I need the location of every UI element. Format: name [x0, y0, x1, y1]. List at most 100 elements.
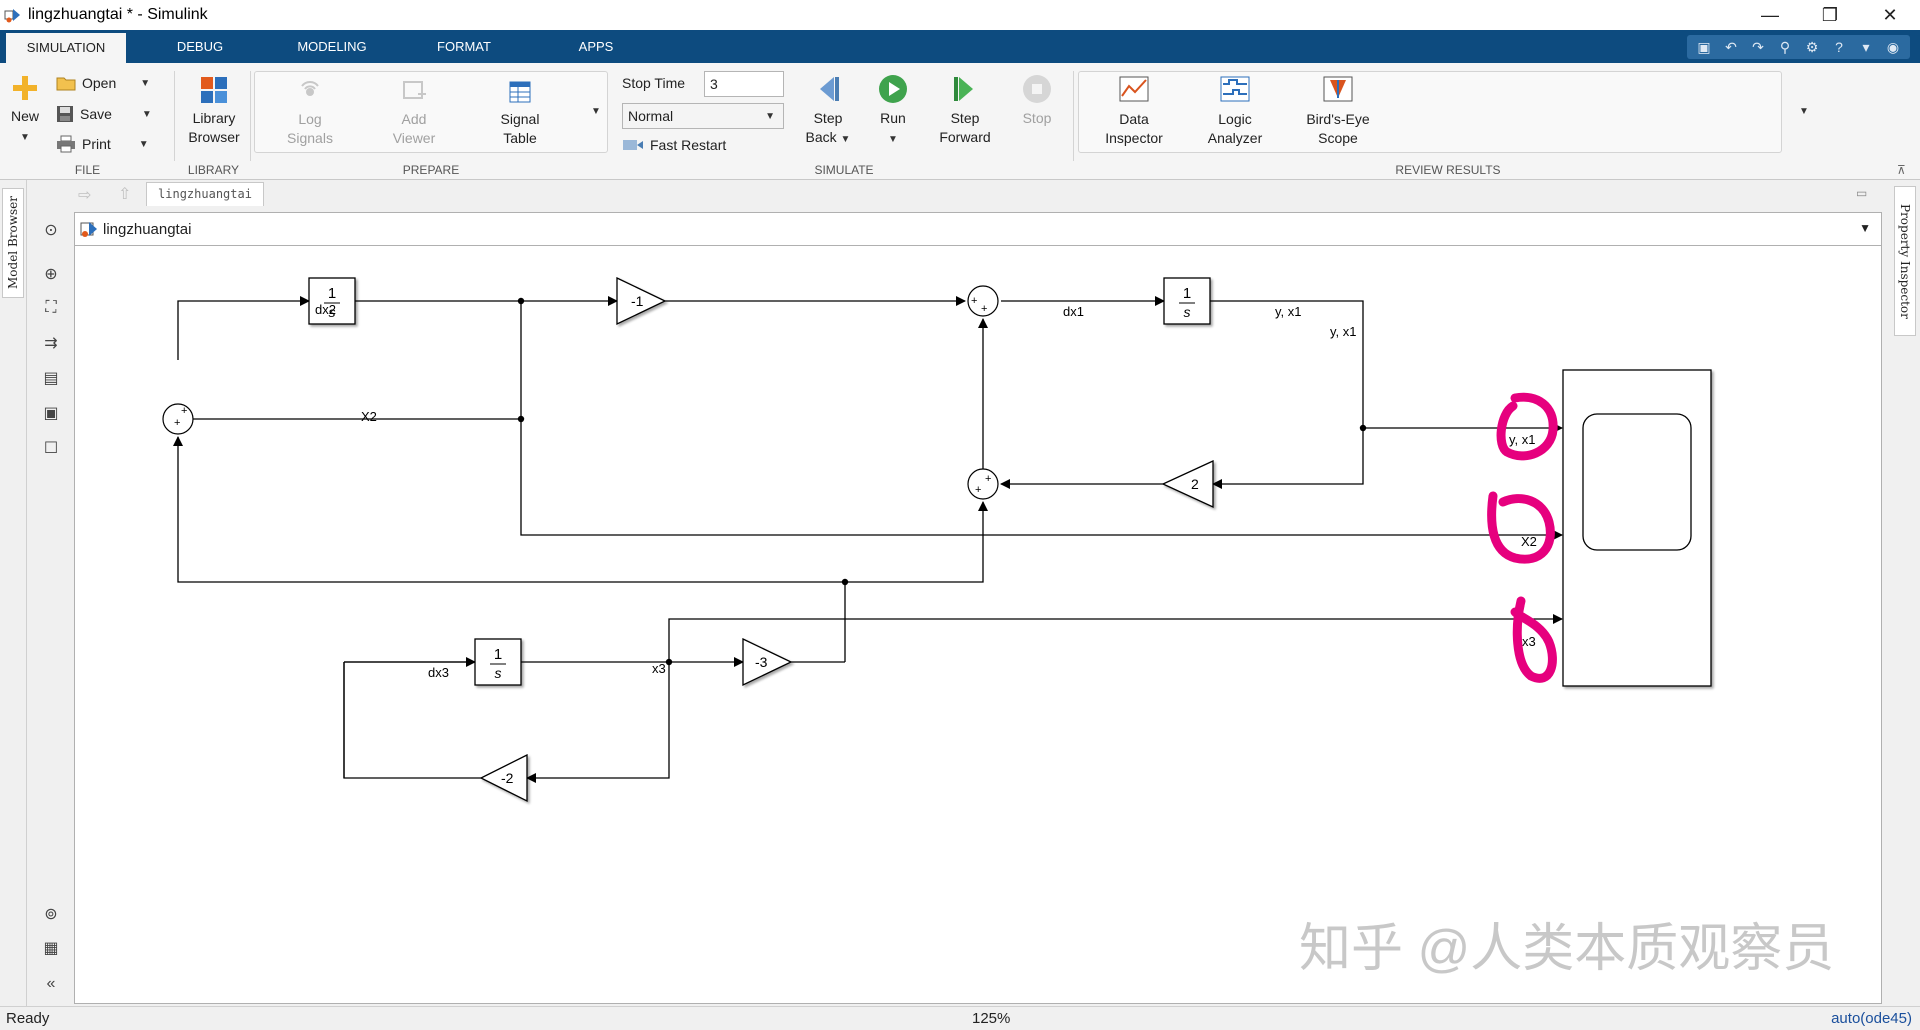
branch-points [517, 297, 1367, 666]
zoom-level[interactable]: 125% [972, 1010, 1011, 1027]
options-icon[interactable]: ◉ [1886, 38, 1900, 55]
tab-modeling[interactable]: MODELING [297, 39, 367, 54]
model-icon [80, 222, 97, 237]
step-forward-button[interactable]: Step Forward [932, 73, 998, 147]
undo-icon[interactable]: ↶ [1725, 38, 1737, 55]
signal-label-dx2: dx2 [315, 302, 336, 317]
maximize-button[interactable]: ❐ [1821, 4, 1839, 25]
birds-eye-scope-button[interactable]: Bird's-Eye Scope [1295, 74, 1381, 148]
gain-block-neg3[interactable] [742, 637, 793, 687]
collapse-ribbon-icon[interactable]: ⊼ [1897, 163, 1906, 177]
prepare-expand-caret[interactable]: ▼ [591, 106, 601, 117]
new-button[interactable]: New▼ [6, 73, 44, 147]
gain-block-neg2[interactable] [479, 753, 528, 803]
solver-indicator[interactable]: auto(ode45) [1831, 1010, 1912, 1027]
signal-lines[interactable] [173, 296, 1563, 783]
status-bar: Ready 125% auto(ode45) [0, 1006, 1920, 1030]
simulink-app-icon [4, 9, 20, 23]
image-icon[interactable]: ▣ [43, 405, 59, 422]
save-icon[interactable]: ▣ [1697, 38, 1711, 55]
integrator-block-x3[interactable] [474, 638, 522, 686]
logic-analyzer-button[interactable]: Logic Analyzer [1197, 74, 1273, 148]
print-button[interactable]: Print▼ [56, 135, 149, 153]
tab-format[interactable]: FORMAT [437, 39, 491, 54]
minimize-button[interactable]: — [1761, 4, 1779, 25]
simulation-mode-select[interactable]: Normal▼ [622, 103, 784, 129]
hide-explorer-icon[interactable]: ▭ [1856, 186, 1868, 200]
review-expand-caret[interactable]: ▼ [1799, 106, 1809, 117]
breadcrumb-tab[interactable]: lingzhuangtai [146, 182, 264, 206]
stop-icon [1023, 75, 1051, 103]
redo-icon[interactable]: ↷ [1752, 38, 1764, 55]
status-text: Ready [6, 1010, 50, 1027]
sum-block-dx1[interactable]: ++ [967, 285, 999, 317]
gain-block-neg1[interactable] [616, 276, 667, 326]
birds-eye-scope-icon [1323, 76, 1353, 102]
line-x3-to-scope[interactable] [668, 614, 1563, 662]
integrator-block-x1[interactable] [1163, 277, 1211, 325]
log-signals-button[interactable]: Log Signals [275, 78, 345, 148]
run-button[interactable]: Run▼ [868, 73, 918, 149]
scope-input-label-1: y, x1 [1509, 432, 1536, 447]
fit-to-view-icon[interactable]: ⛶ [45, 299, 57, 316]
fast-restart-button[interactable]: Fast Restart [622, 137, 726, 153]
chevron-down-icon[interactable]: ▾ [1862, 38, 1870, 55]
save-button[interactable]: Save▼ [56, 105, 152, 123]
forward-arrow-icon[interactable]: ⇨ [78, 187, 92, 204]
model-browser-tab[interactable]: Model Browser [2, 188, 24, 298]
svg-text:+: + [975, 484, 981, 496]
stop-time-input[interactable]: 3 [704, 71, 784, 97]
line-x3-to-sum2[interactable] [844, 501, 988, 662]
stop-button[interactable]: Stop [1012, 73, 1062, 128]
svg-text:+: + [981, 303, 987, 315]
zoom-icon[interactable]: ⊕ [44, 266, 58, 283]
svg-text:+: + [985, 473, 991, 485]
property-inspector-tab[interactable]: Property Inspector [1894, 186, 1916, 336]
simulate-section-label: SIMULATE [814, 163, 874, 177]
right-side-strip: Property Inspector [1888, 180, 1920, 1010]
sum-block-x2[interactable]: ++ [162, 403, 194, 435]
line-x3-to-sum0[interactable] [173, 436, 845, 583]
svg-text:+: + [971, 295, 977, 307]
add-viewer-button[interactable]: Add Viewer [379, 78, 449, 148]
model-canvas[interactable]: ++ ++ ++ 1 s 1 s [74, 246, 1882, 1004]
search-icon[interactable]: ⚲ [1779, 38, 1791, 55]
tab-simulation[interactable]: SIMULATION [6, 30, 126, 63]
up-arrow-icon[interactable]: ⇧ [118, 186, 132, 203]
step-back-button[interactable]: Step Back ▼ [800, 73, 856, 149]
line-dx2[interactable] [177, 296, 310, 360]
file-section-label: FILE [74, 163, 101, 177]
camera-icon[interactable]: ⊚ [44, 906, 58, 923]
new-icon [13, 76, 37, 100]
chevron-down-icon[interactable]: ▼ [1859, 221, 1871, 235]
library-browser-button[interactable]: Library Browser [182, 75, 246, 147]
tab-debug[interactable]: DEBUG [176, 39, 224, 54]
collapse-icon[interactable]: « [46, 975, 56, 992]
svg-text:+: + [181, 405, 187, 417]
model-data-icon[interactable]: ▦ [43, 940, 59, 957]
sum-block-feedback[interactable]: ++ [967, 468, 999, 500]
hide-explorer-bar-icon[interactable]: ⊙ [44, 222, 58, 239]
line-x3-to-gain-neg2[interactable] [526, 662, 670, 783]
data-inspector-button[interactable]: Data Inspector [1099, 74, 1169, 148]
integrator-block-x2[interactable] [308, 277, 356, 325]
line-x1-to-gain2[interactable] [1212, 428, 1364, 489]
help-icon[interactable]: ? [1835, 39, 1843, 55]
close-button[interactable]: ✕ [1882, 4, 1898, 25]
annotation-icon[interactable]: ▤ [43, 370, 59, 387]
title-bar: lingzhuangtai * - Simulink — ❐ ✕ [0, 0, 1920, 30]
open-button[interactable]: Open▼ [56, 75, 150, 91]
model-settings-icon[interactable]: ⚙ [1805, 38, 1819, 55]
gain-block-2[interactable] [1161, 459, 1214, 509]
integrator-den: s [495, 665, 502, 681]
line-x2-to-scope[interactable] [520, 419, 1563, 540]
signal-table-button[interactable]: Signal Table [485, 78, 555, 148]
tab-apps[interactable]: APPS [578, 39, 614, 54]
line-x1[interactable] [1210, 300, 1364, 428]
signal-label-y-x1-a: y, x1 [1275, 304, 1302, 319]
block-diagram[interactable]: ++ ++ ++ 1 s 1 s [75, 246, 1881, 1002]
area-icon[interactable]: ☐ [43, 440, 59, 457]
annotation-circle-3 [1510, 596, 1557, 683]
signal-routing-icon[interactable]: ⇉ [44, 335, 58, 352]
